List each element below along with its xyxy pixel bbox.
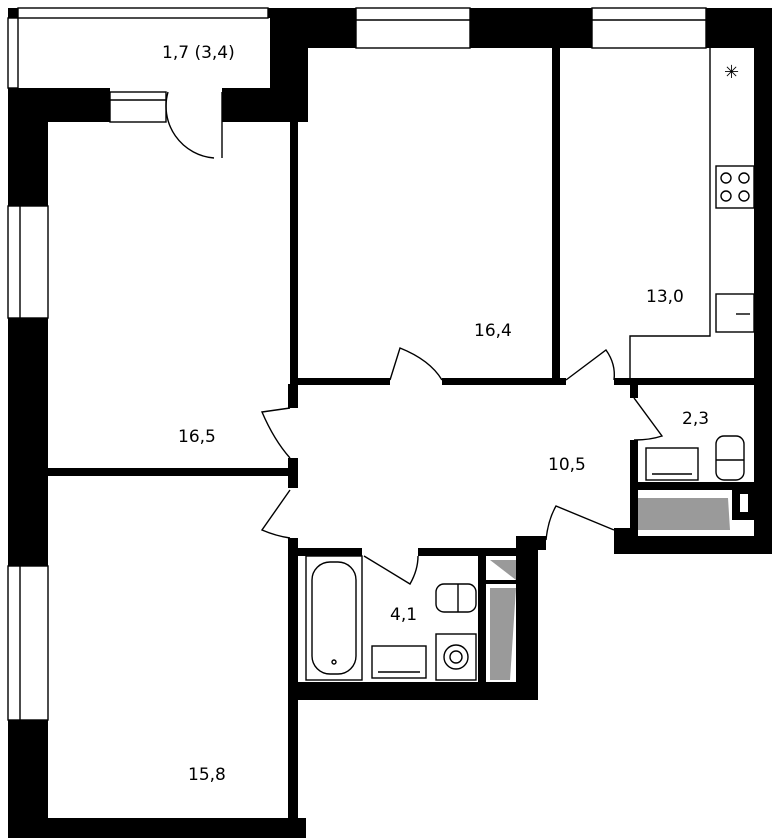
wall-bath-top-b bbox=[418, 548, 516, 556]
shaft-cutout bbox=[740, 494, 748, 512]
toilet-icon bbox=[435, 583, 477, 613]
wall-bed2-bottom-a bbox=[290, 378, 390, 385]
wall-wc-left-a bbox=[630, 384, 638, 398]
door-swing-icon bbox=[633, 397, 664, 441]
door-swing-icon bbox=[565, 349, 616, 381]
room-label-bedroom-1: 16,5 bbox=[178, 427, 216, 447]
sink-icon bbox=[371, 645, 427, 679]
window-icon bbox=[355, 7, 471, 49]
window-icon bbox=[7, 17, 19, 89]
room-label-bedroom-2: 16,4 bbox=[474, 321, 512, 341]
kitchen-fixtures: ✳ bbox=[629, 48, 755, 378]
window-icon bbox=[7, 205, 49, 319]
wall-balcony-bottom bbox=[8, 88, 110, 122]
wall-bottom bbox=[8, 818, 306, 838]
door-swing-icon bbox=[260, 489, 291, 539]
window-icon bbox=[109, 91, 167, 123]
extractor-icon: ✳ bbox=[724, 62, 739, 83]
room-label-balcony: 1,7 (3,4) bbox=[162, 43, 235, 63]
wall-bed1-bed2 bbox=[290, 122, 298, 384]
wall-bath-notch bbox=[516, 536, 546, 550]
wall-kitchen-bottom bbox=[614, 378, 772, 385]
door-swing-icon bbox=[260, 407, 291, 459]
wc-fixtures bbox=[638, 435, 745, 530]
wc-shaft-shade bbox=[638, 498, 730, 530]
wall-bed1-hall-a bbox=[288, 384, 298, 408]
door-swing-icon bbox=[545, 505, 615, 541]
wall-shaft-mid bbox=[486, 580, 516, 584]
wall-bath-bottom bbox=[288, 682, 538, 700]
door-swing-icon bbox=[363, 555, 419, 585]
doors bbox=[165, 91, 664, 585]
wall-bath-right bbox=[516, 536, 538, 700]
shaft-shade-2 bbox=[490, 588, 516, 680]
wall-bath-top-a bbox=[288, 548, 362, 556]
wall-hall-right bbox=[614, 528, 634, 554]
wall-kitchen-bottom-l bbox=[552, 378, 566, 385]
room-label-wc: 2,3 bbox=[682, 409, 709, 429]
bathroom-fixtures bbox=[305, 555, 516, 681]
sink-icon bbox=[645, 447, 699, 481]
kitchen-counter bbox=[629, 48, 711, 378]
window-icon bbox=[17, 7, 269, 19]
shaft-shade-1 bbox=[490, 560, 516, 580]
stove-icon bbox=[715, 165, 755, 209]
bathtub-icon bbox=[305, 555, 363, 681]
wall-bed2-left-upper bbox=[270, 8, 308, 122]
room-label-hall: 10,5 bbox=[548, 455, 586, 475]
washing-machine-icon bbox=[435, 633, 477, 681]
wall-bed2-kitchen bbox=[552, 48, 560, 384]
wall-left bbox=[8, 88, 48, 838]
room-labels: 1,7 (3,4) 16,4 13,0 16,5 10,5 2,3 4,1 15… bbox=[162, 43, 709, 785]
wall-wc-bottom bbox=[614, 536, 772, 554]
wall-bed1-bed3 bbox=[48, 468, 292, 476]
door-swing-icon bbox=[389, 347, 443, 381]
window-icon bbox=[591, 7, 707, 49]
sink-icon bbox=[715, 293, 755, 333]
wall-shaft-divider bbox=[478, 556, 486, 682]
window-icon bbox=[7, 565, 49, 721]
wall-right bbox=[754, 8, 772, 554]
windows bbox=[7, 7, 707, 721]
wall-bed2-bottom-b bbox=[442, 378, 560, 385]
room-label-bathroom: 4,1 bbox=[390, 605, 417, 625]
room-label-bedroom-3: 15,8 bbox=[188, 765, 226, 785]
toilet-icon bbox=[715, 435, 745, 481]
door-swing-icon bbox=[165, 91, 223, 159]
wall-wc-divider bbox=[630, 482, 754, 490]
room-label-kitchen: 13,0 bbox=[646, 287, 684, 307]
wall-bed1-hall-b bbox=[288, 458, 298, 488]
walls bbox=[8, 8, 772, 838]
